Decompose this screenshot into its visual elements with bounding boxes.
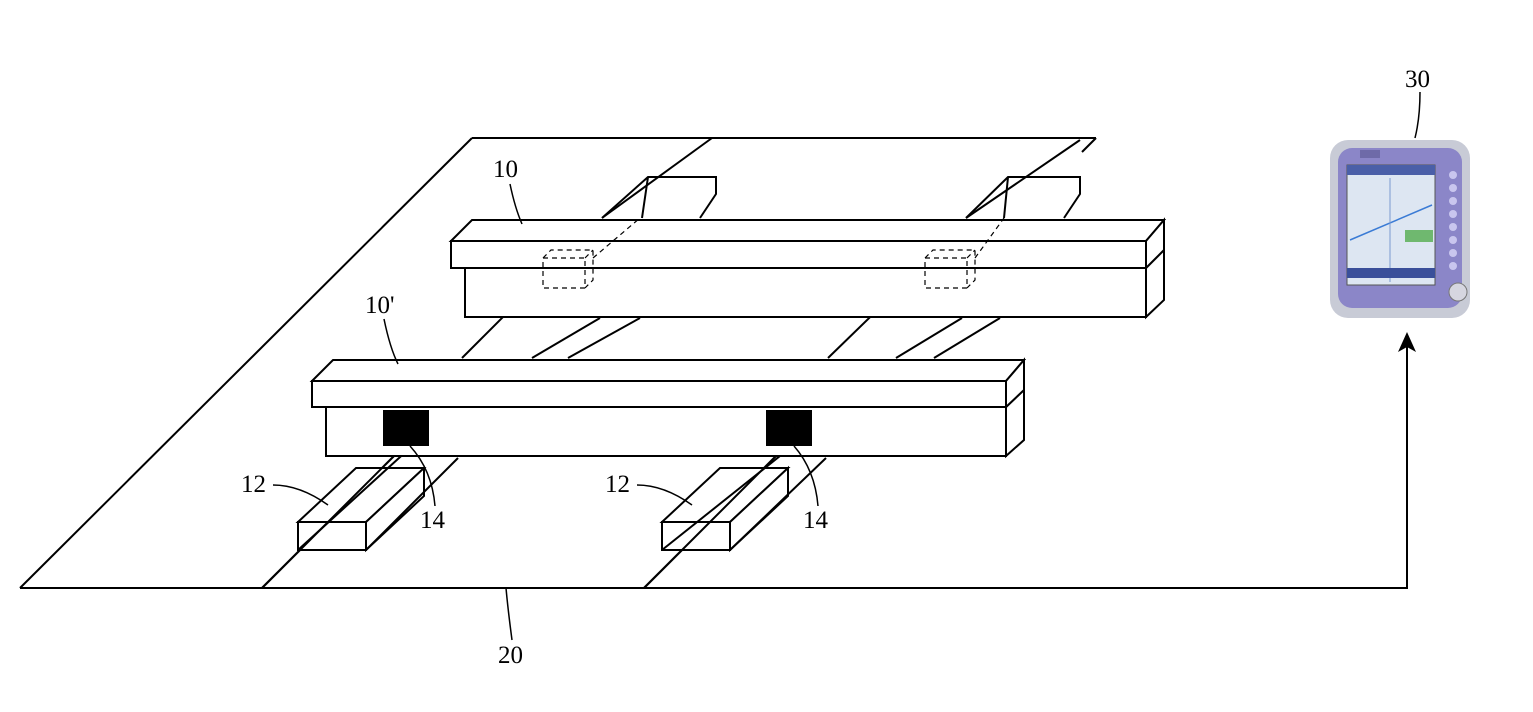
front-support-right — [659, 447, 791, 553]
fiber-line — [20, 345, 1408, 589]
sensor-right — [766, 410, 812, 446]
label-beam-rear: 10 — [493, 156, 518, 183]
label-support-left: 12 — [241, 471, 266, 498]
sensor-left — [383, 410, 429, 446]
hidden-sensor-left — [542, 217, 641, 289]
front-support-left — [295, 447, 427, 553]
beam-front — [309, 357, 1027, 459]
label-support-right: 12 — [605, 471, 630, 498]
ground-plane — [19, 137, 1097, 589]
label-sensor-left: 14 — [420, 507, 446, 534]
handheld-analyzer-icon — [1330, 140, 1470, 318]
hidden-sensor-right — [924, 217, 1005, 289]
rear-support-left — [601, 176, 717, 219]
label-fiber-line: 20 — [498, 642, 523, 669]
label-beam-front: 10' — [365, 292, 395, 319]
middle-support-segments — [531, 317, 1001, 359]
arrow-up-icon — [1398, 332, 1416, 352]
label-sensor-right: 14 — [803, 507, 829, 534]
beam-rear — [448, 217, 1167, 320]
rear-support-right — [965, 176, 1081, 219]
label-device: 30 — [1405, 66, 1430, 93]
leader-lines — [272, 91, 1421, 641]
